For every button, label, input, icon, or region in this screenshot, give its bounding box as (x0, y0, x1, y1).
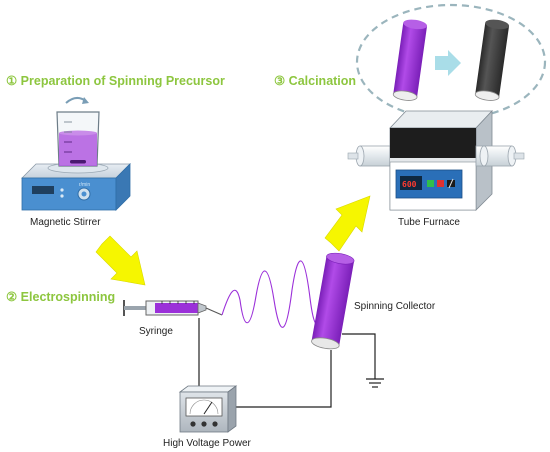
step3-label: ③ Calcination (274, 74, 356, 88)
arrow-collector-to-furnace-icon (324, 195, 371, 252)
tube-furnace-label: Tube Furnace (398, 217, 460, 228)
syringe (123, 300, 223, 316)
arrow-stirrer-to-syringe-icon (95, 235, 146, 286)
high-voltage-power-supply (178, 385, 238, 433)
syringe-label: Syringe (139, 326, 173, 337)
magnetic-stirrer-label: Magnetic Stirrer (30, 217, 101, 228)
calcination-inset (355, 3, 547, 121)
circuit-wires (198, 318, 376, 408)
step2-label: ② Electrospinning (6, 290, 115, 304)
stirrer-panel-label: r/min (79, 182, 90, 188)
transform-arrow-icon (435, 50, 461, 76)
spinning-collector (311, 252, 355, 350)
tube-furnace: 600 (347, 109, 525, 211)
fiber-before-calcination (392, 19, 428, 101)
spinning-collector-label: Spinning Collector (354, 301, 436, 312)
step1-label: ① Preparation of Spinning Precursor (6, 74, 225, 88)
furnace-display-value: 600 (402, 180, 417, 189)
stir-bar (70, 160, 86, 164)
fiber-after-calcination (474, 19, 510, 101)
voltmeter-dial-icon (185, 397, 223, 417)
high-voltage-power-label: High Voltage Power (163, 438, 252, 449)
magnetic-stirrer: r/min (21, 97, 131, 211)
electrospun-fiber-jet (221, 260, 323, 328)
syringe-needle (205, 307, 223, 316)
ground-symbol-icon (366, 378, 384, 388)
